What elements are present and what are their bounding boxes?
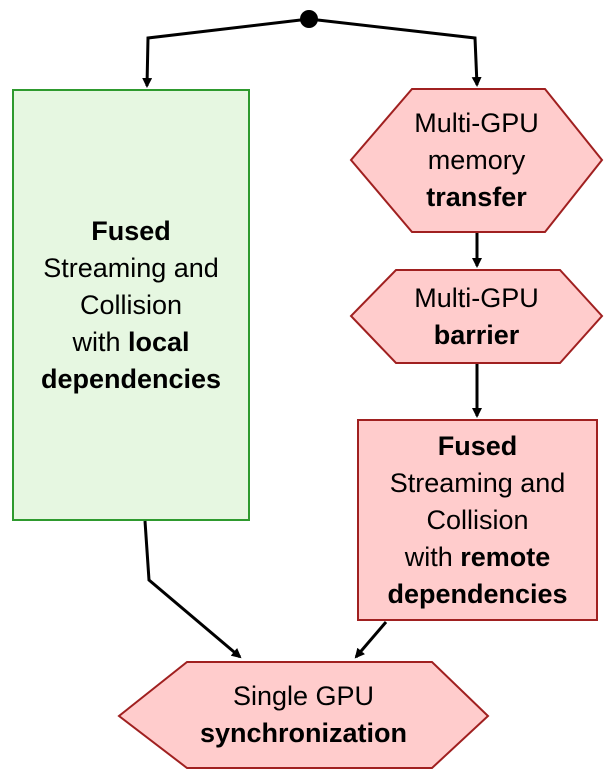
remote-line4-pre: with <box>404 541 461 572</box>
remote-line1: Fused <box>437 430 518 461</box>
remote-line5: dependencies <box>387 578 568 609</box>
transfer-line1: Multi-GPU <box>414 108 539 138</box>
transfer-line3: transfer <box>426 182 527 212</box>
synchronization-label: Single GPU synchronization <box>119 662 488 768</box>
remote-dependencies-box <box>357 419 598 621</box>
local-line4-pre: with <box>72 326 128 357</box>
transfer-line2: memory <box>427 145 526 175</box>
synchronization-hexagon <box>117 661 490 769</box>
local-line5: dependencies <box>40 363 222 394</box>
edge-remote-to-sync <box>354 621 388 659</box>
remote-line3: Collision <box>426 504 529 535</box>
memory-transfer-hexagon <box>349 88 604 233</box>
barrier-line1: Multi-GPU <box>414 282 539 313</box>
edge-local-to-sync <box>143 520 242 659</box>
local-line1: Fused <box>91 215 171 246</box>
local-line2: Streaming and <box>43 252 219 283</box>
edge-start-to-local <box>142 17 310 88</box>
barrier-hexagon <box>349 269 604 364</box>
memory-transfer-label: Multi-GPU memory transfer <box>351 89 602 232</box>
remote-line4-bold: remote <box>460 541 551 572</box>
local-line4-bold: local <box>128 326 190 357</box>
sync-line1: Single GPU <box>232 681 375 711</box>
barrier-line2: barrier <box>433 319 520 350</box>
sync-line2: synchronization <box>199 718 408 748</box>
remote-dependencies-label: Fused Streaming and Collision with remot… <box>358 420 597 620</box>
local-dependencies-box <box>12 89 250 521</box>
edge-start-to-transfer <box>308 17 482 87</box>
barrier-label: Multi-GPU barrier <box>351 270 602 363</box>
local-line3: Collision <box>79 289 183 320</box>
local-dependencies-label: Fused Streaming and Collision with local… <box>13 90 249 520</box>
remote-line2: Streaming and <box>389 467 566 498</box>
